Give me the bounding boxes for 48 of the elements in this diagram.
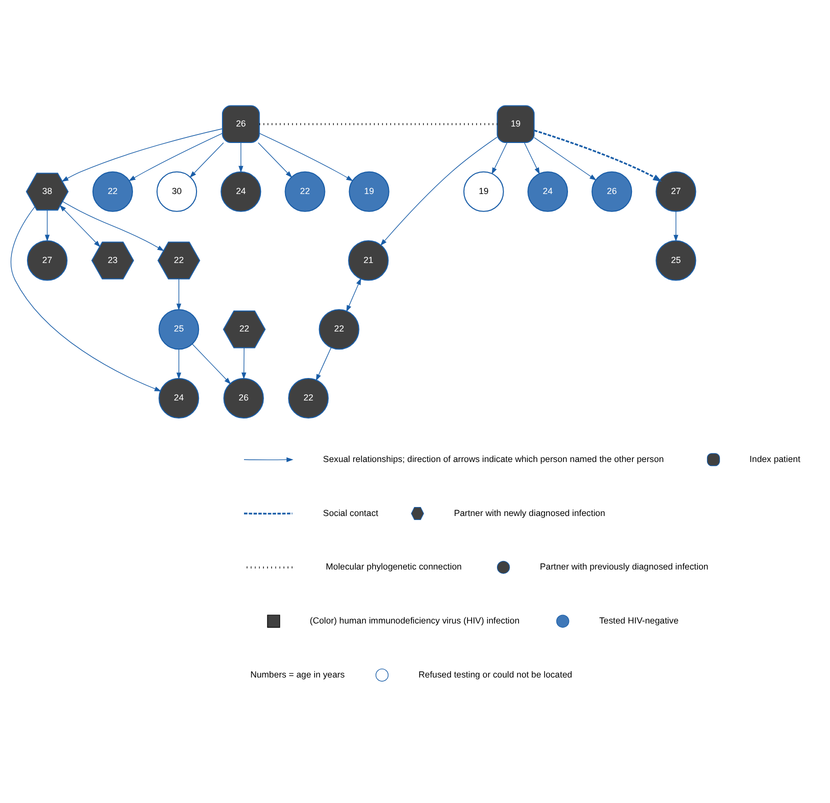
node-circle: 19 — [463, 170, 504, 212]
arrow — [674, 210, 678, 242]
node-circle: 24 — [527, 170, 568, 212]
legend-label: (Color) human immunodeficiency virus (HIV) infection — [310, 615, 520, 626]
arrow — [192, 343, 231, 384]
legend-label: Partner with newly diagnosed infection — [454, 507, 606, 518]
arrow — [59, 204, 100, 247]
node-circle: 22 — [288, 377, 329, 418]
arrow — [380, 136, 498, 246]
legend-label: Social contact — [323, 507, 378, 518]
arrow — [258, 142, 292, 178]
arrow — [492, 142, 508, 174]
legend-label: Partner with previously diagnosed infection — [540, 561, 708, 572]
node-circle: 22 — [92, 170, 133, 212]
node-circle: 25 — [158, 308, 200, 350]
arrow — [10, 206, 162, 391]
connector — [259, 122, 498, 125]
legend-label: Molecular phylogenetic connection — [326, 561, 462, 572]
arrow — [176, 278, 182, 310]
node-circle: 22 — [318, 308, 360, 350]
node-box: 19 — [496, 104, 535, 143]
arrow — [238, 142, 244, 172]
arrow — [128, 132, 223, 181]
legend-label: Refused testing or could not be located — [418, 668, 572, 679]
arrow — [524, 142, 540, 174]
arrow — [190, 142, 224, 178]
arrow — [534, 136, 596, 180]
legend-label: Index patient — [750, 453, 800, 464]
arrow — [316, 346, 332, 381]
arrow — [241, 346, 246, 379]
node-circle: 24 — [158, 377, 200, 418]
label: Numbers = age in years — [250, 668, 345, 679]
arrow — [534, 129, 662, 182]
node-circle: 25 — [656, 240, 696, 280]
arrow — [62, 200, 164, 251]
node-box: 26 — [222, 104, 260, 143]
arrow — [62, 128, 223, 182]
node-circle: 24 — [220, 170, 262, 212]
legend-label: Sexual relationships; direction of arrows indicate which person named the other person — [323, 453, 664, 464]
arrow — [259, 132, 354, 181]
legend-label: Tested HIV-negative — [599, 615, 679, 626]
arrow — [346, 277, 362, 312]
node-circle: 27 — [26, 240, 68, 280]
node-circle: 19 — [348, 170, 390, 212]
node-circle: 26 — [592, 170, 632, 212]
arrow — [44, 209, 50, 242]
arrow — [176, 348, 182, 379]
node-circle: 27 — [656, 170, 696, 212]
